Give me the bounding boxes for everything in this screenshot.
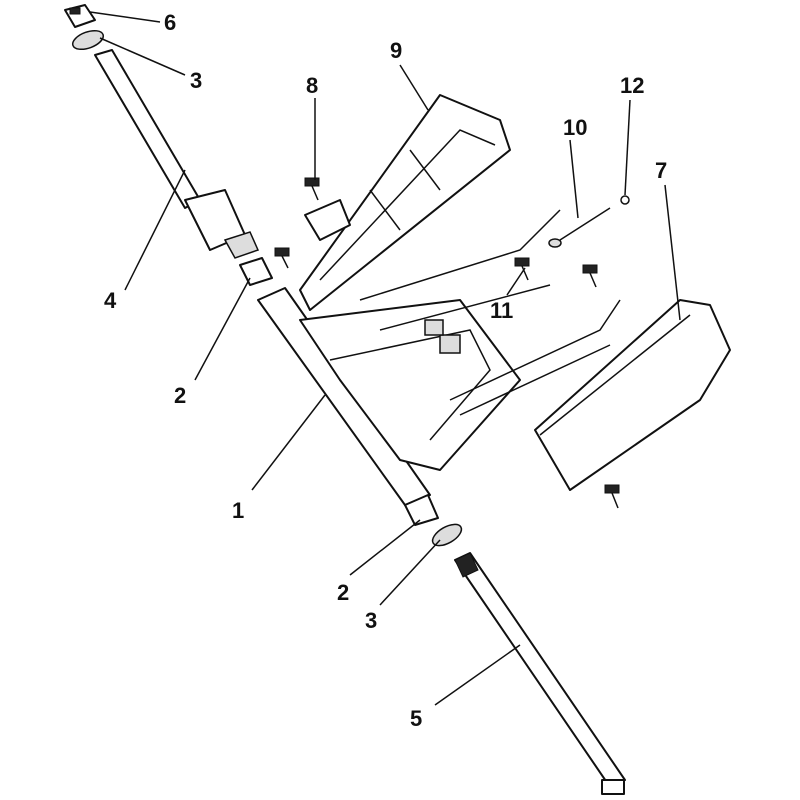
callout-7: 7 [655,158,668,183]
lower-cover-part-7 [534,299,731,491]
callout-4: 4 [104,288,117,313]
callout-2-top: 2 [174,383,187,408]
main-frame-part-1 [257,209,621,506]
callout-3-top: 3 [190,68,203,93]
nut-part-12 [620,195,630,205]
callout-9: 9 [390,38,403,63]
bushing-part-2-top [239,257,273,286]
upper-shaft-part-4 [94,49,260,259]
leader-lines [89,11,681,706]
callout-2-bottom: 2 [337,580,350,605]
callout-6: 6 [164,10,177,35]
callout-3-bottom: 3 [365,608,378,633]
callout-8: 8 [306,73,319,98]
lower-shaft-part-5 [454,552,626,795]
callout-1: 1 [232,498,245,523]
callout-5: 5 [410,706,423,731]
cap-part-6 [64,4,96,28]
screw-part-8 [274,177,320,269]
callout-11: 11 [490,298,514,323]
washer-part-3-top [71,29,105,51]
rod-part-10 [548,207,611,248]
upper-cover-part-9 [299,94,511,311]
callout-12: 12 [620,73,645,98]
screw-part-11 [514,257,620,509]
bushing-part-2-bottom [404,494,439,526]
callout-10: 10 [563,115,588,140]
